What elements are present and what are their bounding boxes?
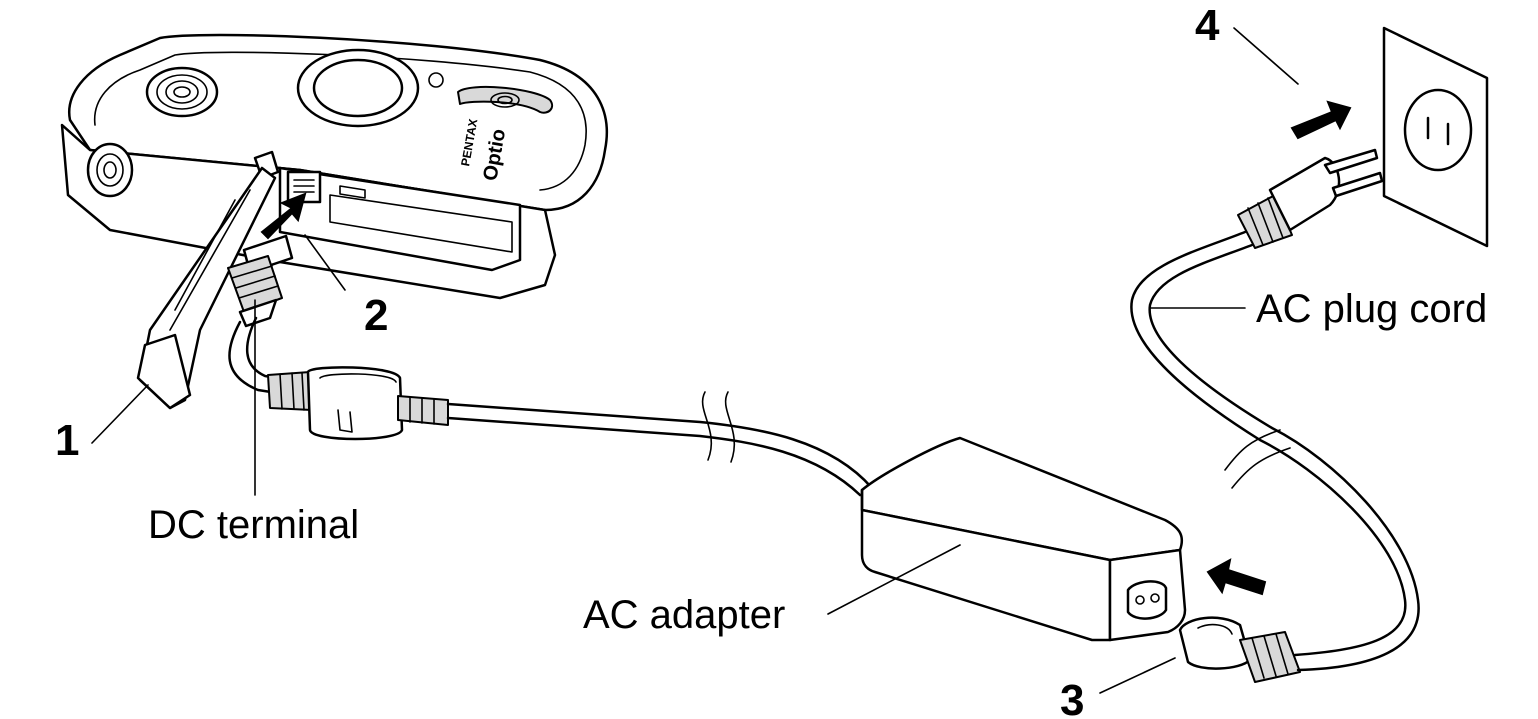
leader-ac-adapter	[827, 544, 961, 615]
step-2-label: 2	[364, 291, 388, 340]
arrow-step-4	[1290, 100, 1352, 140]
camera-flash	[457, 85, 554, 114]
camera: PENTAX Optio	[60, 33, 609, 300]
leader-step-1	[91, 384, 149, 444]
battery-cover	[136, 166, 277, 410]
leader-step-2	[304, 234, 346, 291]
wall-outlet	[1382, 26, 1489, 248]
dc-terminal-label: DC terminal	[148, 503, 359, 547]
arrow-step-3	[1206, 558, 1267, 596]
arrow-step-2	[260, 192, 307, 240]
leader-step-3	[1099, 657, 1176, 694]
dc-socket	[286, 170, 322, 204]
leader-step-4	[1233, 27, 1299, 85]
mains-connector	[1178, 616, 1301, 683]
step-4-label: 4	[1195, 1, 1220, 50]
ac-adapter-label: AC adapter	[583, 593, 785, 637]
adapter-socket	[1126, 580, 1168, 620]
ac-adapter	[860, 436, 1187, 642]
dc-plug	[227, 234, 294, 328]
ferrite-core	[267, 366, 449, 441]
step-1-label: 1	[55, 416, 79, 465]
camera-lens	[296, 48, 420, 128]
tripod-socket	[86, 142, 134, 198]
ac-plug-cord-label: AC plug cord	[1256, 287, 1487, 331]
wall-plug	[1237, 148, 1384, 249]
step-3-label: 3	[1060, 676, 1084, 719]
